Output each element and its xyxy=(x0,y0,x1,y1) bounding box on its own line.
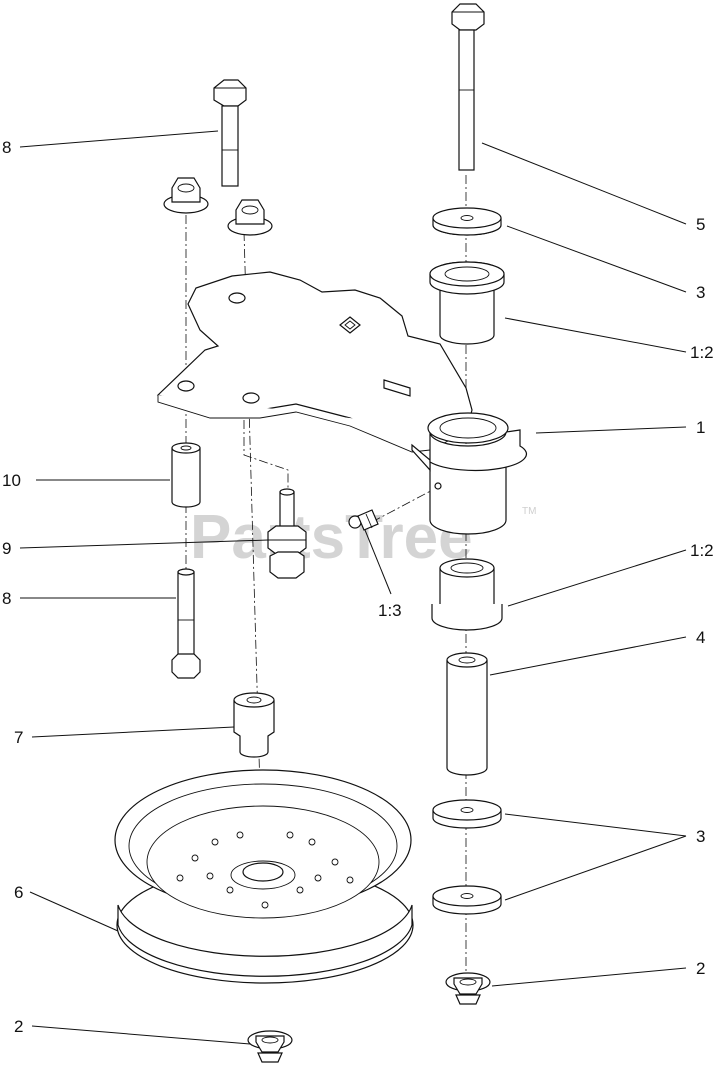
callout-5: 5 xyxy=(696,215,705,234)
callout-4: 4 xyxy=(696,628,705,647)
grease-fitting xyxy=(348,509,379,531)
bushing-lower xyxy=(431,558,503,631)
callout-3-top: 3 xyxy=(696,283,705,302)
spacer-left xyxy=(171,442,201,508)
callout-1: 1 xyxy=(696,418,705,437)
flange-nut-lower-right xyxy=(445,972,491,1005)
callout-labels: 8 5 3 1:2 1 10 1:2 9 1:3 8 4 7 3 6 2 2 xyxy=(2,138,714,1036)
stud-nut xyxy=(267,488,307,579)
callout-8-top: 8 xyxy=(2,138,11,157)
bolt-top-left xyxy=(213,79,247,187)
washer-top xyxy=(432,207,502,236)
callout-7: 7 xyxy=(14,728,23,747)
pulley xyxy=(114,769,414,984)
callout-9: 9 xyxy=(2,539,11,558)
spacer-pulley xyxy=(233,692,275,758)
spacer-right xyxy=(446,652,488,776)
callout-2-right: 2 xyxy=(696,959,705,978)
callout-10: 10 xyxy=(2,471,21,490)
flange-nut-right xyxy=(227,199,273,236)
callout-1-2-mid: 1:2 xyxy=(690,541,714,560)
callout-3-bottom: 3 xyxy=(696,827,705,846)
watermark-trademark: TM xyxy=(522,506,536,517)
flange-nut-left xyxy=(163,177,209,214)
callout-6: 6 xyxy=(14,883,23,902)
bushing-top xyxy=(429,261,505,345)
bolt-lower-left xyxy=(171,568,201,679)
callout-2-left: 2 xyxy=(14,1017,23,1036)
callout-8-bottom: 8 xyxy=(2,589,11,608)
callout-1-2-top: 1:2 xyxy=(690,343,714,362)
callout-1-3: 1:3 xyxy=(378,601,402,620)
watermark: PartsTree xyxy=(190,503,473,572)
bracket-plate xyxy=(156,271,473,453)
bracket-spindle xyxy=(411,412,528,535)
leader-lines xyxy=(19,130,687,1045)
bolt-long-right xyxy=(451,3,485,171)
washer-lower-2 xyxy=(432,885,502,915)
flange-nut-lower-left xyxy=(247,1030,293,1063)
washer-lower-1 xyxy=(432,799,502,829)
